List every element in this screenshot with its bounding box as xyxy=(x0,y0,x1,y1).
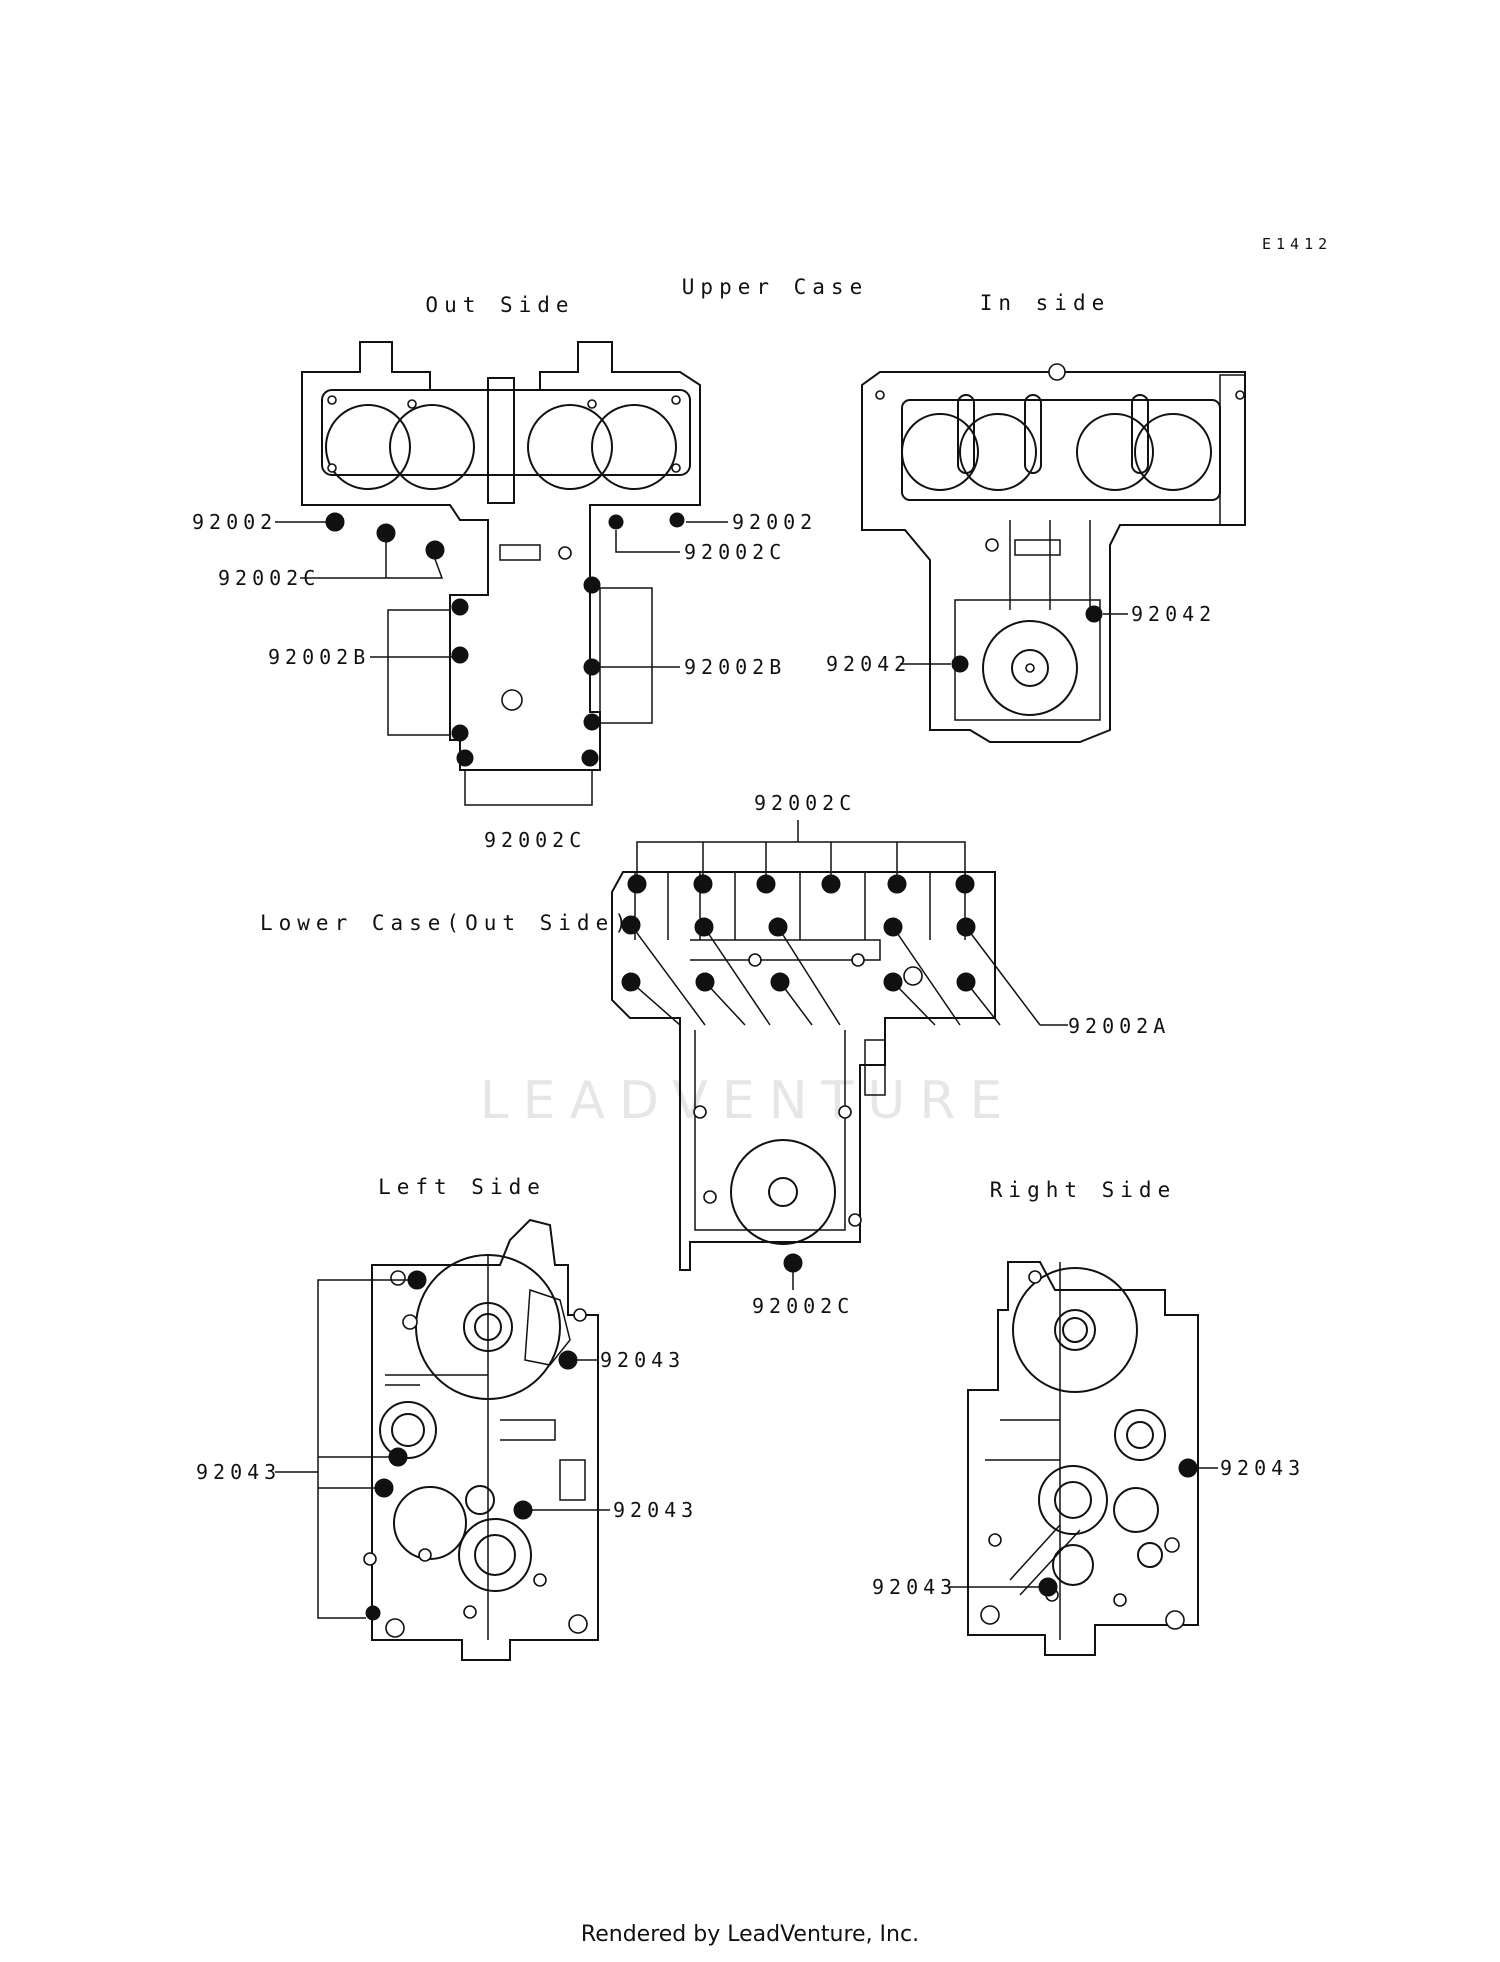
in-side-header: In side xyxy=(980,291,1111,315)
callout-92043-left-side: 92043 xyxy=(196,1460,281,1484)
callout-92002c-upper-right: 92002C xyxy=(684,540,786,564)
figure-code: E1412 xyxy=(1262,235,1332,253)
callout-92043-right-side: 92043 xyxy=(1220,1456,1305,1480)
callout-92002c-lower-top: 92002C xyxy=(754,791,856,815)
callout-92043-left-mid: 92043 xyxy=(613,1498,698,1522)
callout-92002b-upper-left: 92002B xyxy=(268,645,370,669)
right-side-header: Right Side xyxy=(990,1178,1176,1202)
callout-92002c-upper-bottom: 92002C xyxy=(484,828,586,852)
upper-case-header: Upper Case xyxy=(682,275,868,299)
callout-92002b-upper-right: 92002B xyxy=(684,655,786,679)
lower-case-drawing xyxy=(611,820,1068,1290)
lower-case-header: Lower Case(Out Side) xyxy=(260,911,633,935)
out-side-header: Out Side xyxy=(425,293,574,317)
callout-92002a-lower: 92002A xyxy=(1068,1014,1170,1038)
callout-92002-upper-left: 92002 xyxy=(192,510,277,534)
watermark: LEADVENTURE xyxy=(480,1071,1017,1131)
callout-92042-inside-right: 92042 xyxy=(1131,602,1216,626)
right-side-drawing xyxy=(948,1261,1218,1656)
left-side-drawing xyxy=(275,1218,610,1661)
callout-92043-left-top: 92043 xyxy=(600,1348,685,1372)
callout-92002c-upper-left: 92002C xyxy=(218,566,320,590)
left-side-header: Left Side xyxy=(378,1175,546,1199)
upper-case-inside-drawing xyxy=(861,363,1246,743)
footer-credit: Rendered by LeadVenture, Inc. xyxy=(580,1922,920,1947)
callout-92043-right-lower: 92043 xyxy=(872,1575,957,1599)
callout-92002-upper-right: 92002 xyxy=(732,510,817,534)
callout-92002c-lower-bottom: 92002C xyxy=(752,1294,854,1318)
upper-case-outside-drawing xyxy=(275,341,728,806)
callout-92042-inside-left: 92042 xyxy=(826,652,911,676)
